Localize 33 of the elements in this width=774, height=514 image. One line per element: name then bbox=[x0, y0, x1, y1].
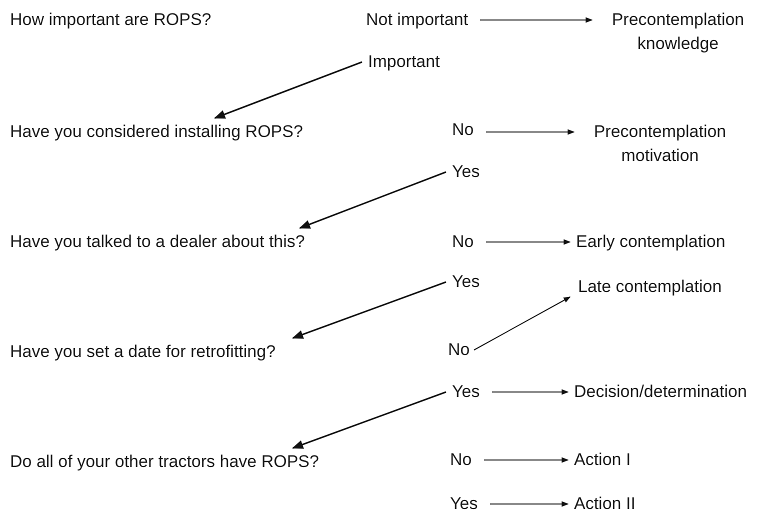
flow-text: Early contemplation bbox=[576, 230, 726, 254]
flow-text: Have you set a date for retrofitting? bbox=[10, 340, 276, 364]
flow-text: Yes bbox=[450, 492, 478, 514]
flow-text: Action I bbox=[574, 448, 631, 472]
arrow bbox=[486, 129, 575, 135]
flow-text: Yes bbox=[452, 160, 480, 184]
arrow bbox=[486, 239, 571, 245]
flow-text: Important bbox=[368, 50, 440, 74]
flow-text: Yes bbox=[452, 380, 480, 404]
flow-text: Do all of your other tractors have ROPS? bbox=[10, 450, 319, 474]
arrow bbox=[484, 457, 569, 463]
flow-text: Have you considered installing ROPS? bbox=[10, 120, 303, 144]
flow-text: Late contemplation bbox=[578, 275, 722, 299]
flow-text: Not important bbox=[366, 8, 468, 32]
flow-text: Precontemplation knowledge bbox=[598, 8, 758, 56]
flow-text: No bbox=[448, 338, 470, 362]
flow-text: Precontemplation motivation bbox=[580, 120, 740, 168]
flow-text: No bbox=[452, 230, 474, 254]
flow-text: Decision/determination bbox=[574, 380, 747, 404]
arrow bbox=[480, 17, 593, 23]
flow-text: No bbox=[452, 118, 474, 142]
flow-text: No bbox=[450, 448, 472, 472]
arrow bbox=[492, 389, 569, 395]
arrow bbox=[490, 501, 569, 507]
arrow bbox=[214, 61, 362, 119]
flow-text: How important are ROPS? bbox=[10, 8, 212, 32]
flow-text: Yes bbox=[452, 270, 480, 294]
arrow bbox=[298, 171, 446, 229]
arrow bbox=[292, 391, 446, 449]
flow-text: Action II bbox=[574, 492, 636, 514]
arrow bbox=[474, 296, 571, 350]
flow-text: Have you talked to a dealer about this? bbox=[10, 230, 305, 254]
arrow bbox=[292, 281, 446, 339]
